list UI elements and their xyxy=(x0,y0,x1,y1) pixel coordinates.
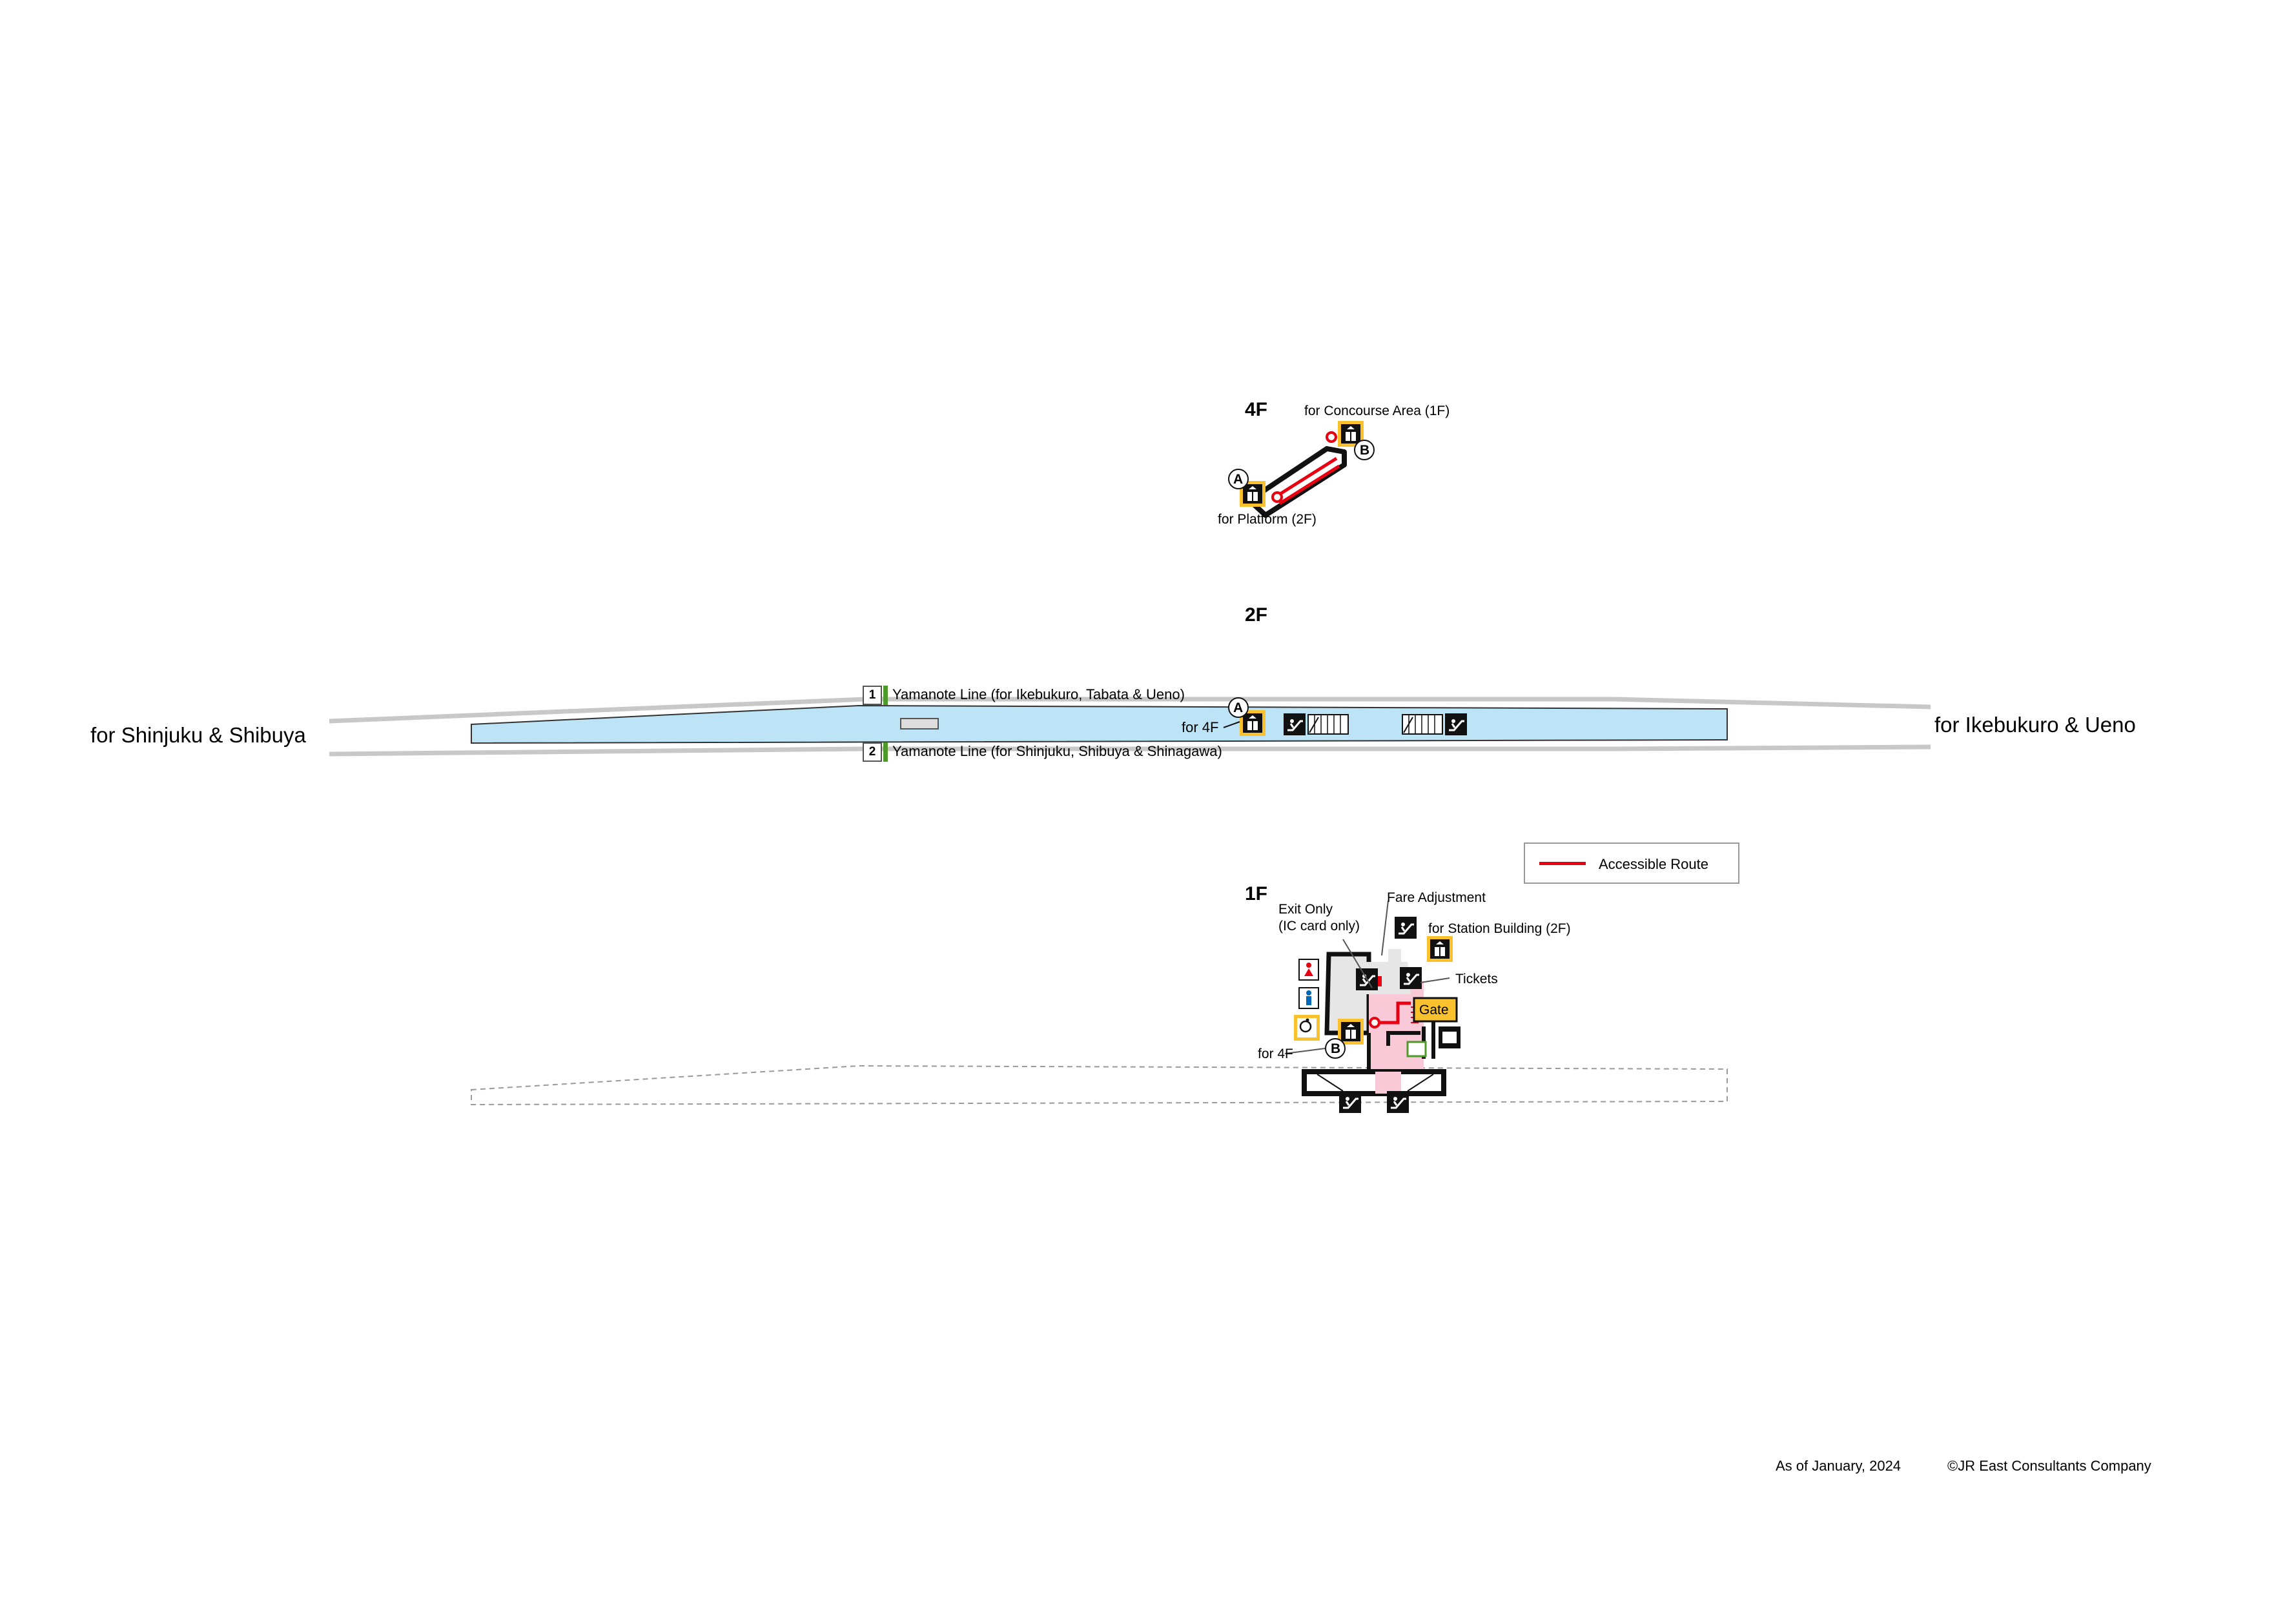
floor-1f-map xyxy=(471,900,1728,1114)
marker-b-1f: B xyxy=(1331,1041,1341,1056)
track-2-number: 2 xyxy=(863,742,882,762)
legend: Accessible Route xyxy=(1524,842,1739,884)
for-platform-label: for Platform (2F) xyxy=(1218,512,1317,527)
ticket-machine-icon xyxy=(1399,966,1423,990)
elevator-icon xyxy=(1426,935,1453,963)
marker-a-circle xyxy=(1228,469,1249,489)
escalator-icon xyxy=(1338,1090,1362,1114)
track-1-label: Yamanote Line (for Ikebukuro, Tabata & U… xyxy=(892,686,1185,702)
direction-ikebukuro: for Ikebukuro & Ueno xyxy=(1934,713,2136,737)
track-2-line-color xyxy=(883,742,888,762)
exit-only-label: Exit Only xyxy=(1278,902,1333,917)
platform-structure xyxy=(900,718,939,730)
track-2-label: Yamanote Line (for Shinjuku, Shibuya & S… xyxy=(892,743,1222,759)
stairs-icon xyxy=(1402,714,1443,735)
escalator-icon xyxy=(1282,712,1307,737)
for-4f-label-2f: for 4F xyxy=(1182,719,1219,735)
direction-shinjuku: for Shinjuku & Shibuya xyxy=(90,723,306,747)
escalator-icon xyxy=(1393,915,1418,940)
track-1-line-color xyxy=(883,686,888,705)
accessible-route-swatch xyxy=(1539,862,1586,865)
floor-4f-heading: 4F xyxy=(1245,399,1268,420)
marker-b-circle xyxy=(1354,440,1375,460)
stairs-icon xyxy=(1307,714,1349,735)
floor-1f-heading: 1F xyxy=(1245,883,1268,904)
accessible-route-4f xyxy=(1276,456,1338,498)
accessible-route-1f xyxy=(1375,1001,1411,1025)
platform-outline-above xyxy=(471,1065,1728,1106)
escalator-icon xyxy=(1386,1090,1410,1114)
for-4f-label-1f: for 4F xyxy=(1258,1046,1293,1061)
marker-a-2f: A xyxy=(1233,700,1244,715)
escalator-icon xyxy=(1444,712,1468,737)
as-of-date: As of January, 2024 xyxy=(1776,1458,1901,1474)
green-window-icon xyxy=(1406,1041,1427,1057)
gate-box xyxy=(1413,997,1458,1023)
accessible-route-legend-label: Accessible Route xyxy=(1599,856,1708,872)
ic-card-only-label: (IC card only) xyxy=(1278,919,1360,934)
floor-4f-map xyxy=(1228,420,1375,518)
marker-a-4f: A xyxy=(1233,472,1244,487)
track-2-rail xyxy=(329,744,1931,757)
fare-adjustment-label: Fare Adjustment xyxy=(1387,890,1486,905)
copyright: ©JR East Consultants Company xyxy=(1947,1458,2151,1474)
for-concourse-label: for Concourse Area (1F) xyxy=(1304,403,1450,418)
exit-stairs xyxy=(1302,1069,1446,1096)
floor-2f-heading: 2F xyxy=(1245,604,1268,626)
tickets-label: Tickets xyxy=(1455,972,1498,986)
island-platform xyxy=(471,704,1728,744)
for-station-building-label: for Station Building (2F) xyxy=(1428,921,1571,936)
floor-2f-map xyxy=(329,697,1931,757)
track-1-number: 1 xyxy=(863,686,882,705)
marker-b-4f: B xyxy=(1360,443,1370,458)
gate-label: Gate xyxy=(1419,1003,1449,1017)
